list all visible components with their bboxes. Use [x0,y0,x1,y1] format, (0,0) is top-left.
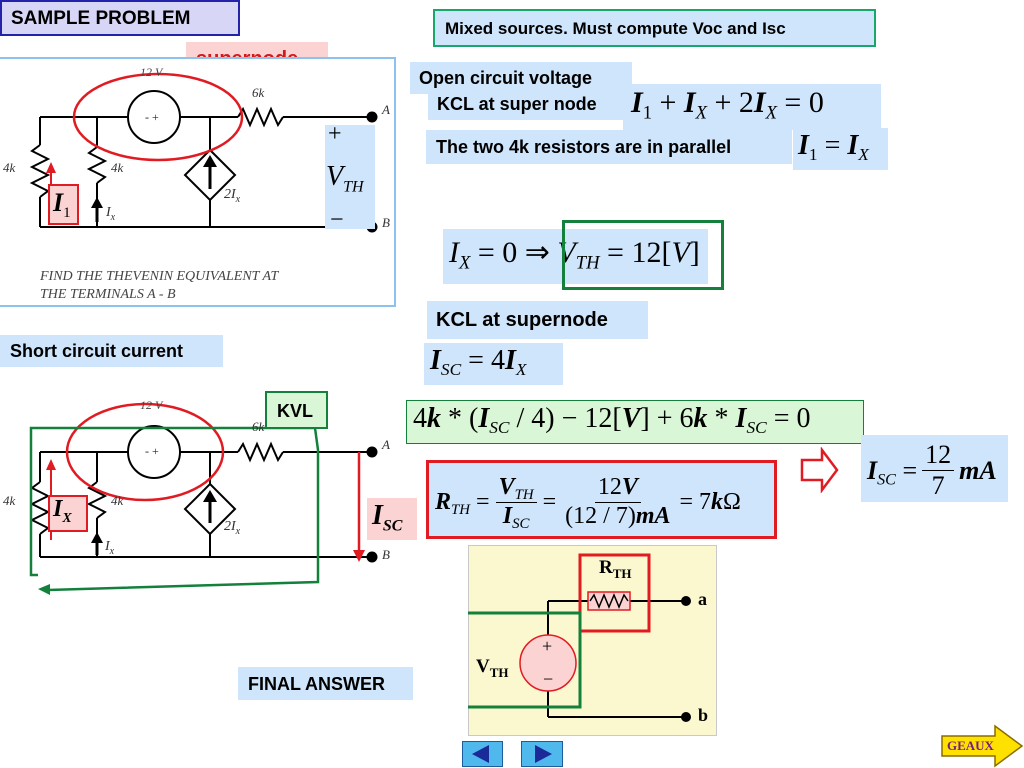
geaux-label: GEAUX [947,738,994,753]
i1-label-top: I1 [53,188,71,222]
short-circuit-current-label: Short circuit current [0,335,223,367]
source-polarity-bottom: - + [145,444,159,458]
vth-result-highlight [562,220,724,290]
terminal-b-label-bottom: B [382,547,390,562]
vth-plus-top: + [328,121,342,147]
resistor-4k-left-label-bottom: 4k [3,493,16,508]
geaux-button[interactable]: GEAUX [940,724,1024,768]
isc-label-bottom: ISC [367,498,417,540]
i1-equals-ix: I1 = IX [793,128,888,170]
rth-label: RTH [599,557,632,581]
result-arrow-icon [800,447,839,493]
geaux-arrow-icon [941,724,1024,768]
ix-box-label-bottom: IX [53,496,72,526]
kvl-label: KVL [265,391,328,429]
kcl-supernode-label: KCL at supernode [427,301,648,339]
subtitle-box: Mixed sources. Must compute Voc and Isc [433,9,876,47]
kcl-equation-1: I1 + IX + 2IX = 0 [623,84,881,130]
terminal-a-label-top: A [382,102,390,117]
top-circuit [29,72,378,233]
kvl-equation: 4k * (ISC / 4) − 12[V] + 6k * ISC = 0 [406,400,864,444]
caption-line-2: THE TERMINALS A - B [40,287,176,302]
arrow-right-icon [535,745,552,763]
thevenin-terminal-b: b [698,705,709,725]
resistor-6k-label-bottom: 6k [252,419,265,434]
bottom-circuit [29,402,378,595]
source-label-top: 12 V [140,65,163,79]
dep-source-label-bottom: 2Ix [224,519,241,537]
ix-label-bottom: Ix [105,539,115,557]
resistor-6k-label-top: 6k [252,85,265,100]
thevenin-terminal-a: a [698,589,707,609]
vth-label-thevenin: VTH [476,656,509,680]
resistor-4k-left-label-top: 4k [3,160,16,175]
thevenin-circuit [468,553,691,722]
terminal-a-label-bottom: A [382,437,390,452]
vth-label-top: VTH [326,161,364,196]
source-polarity-top: - + [145,110,159,124]
source-label-bottom: 12 V [140,398,163,412]
kcl-super-node-label: KCL at super node [428,88,623,120]
parallel-note: The two 4k resistors are in parallel [426,130,792,164]
thevenin-minus: − [543,669,554,689]
next-slide-button[interactable] [521,741,563,767]
vth-minus-top: − [330,207,344,233]
prev-slide-button[interactable] [462,741,503,767]
final-answer-label: FINAL ANSWER [238,667,413,700]
isc-equation: ISC = 4IX [424,343,563,385]
resistor-4k-mid-label-bottom: 4k [111,493,124,508]
thevenin-plus: + [542,636,553,656]
terminal-b-label-top: B [382,215,390,230]
page-title: SAMPLE PROBLEM [0,0,240,36]
vth-result: IX = 0 ⇒ VTH = 12[V] [443,229,708,284]
dep-source-label-top: 2Ix [224,187,241,205]
resistor-4k-mid-label-top: 4k [111,160,124,175]
arrow-left-icon [472,745,489,763]
ix-label-top: Ix [106,205,116,223]
caption-line-1: FIND THE THEVENIN EQUIVALENT AT [40,269,279,284]
thevenin-panel [468,545,717,736]
